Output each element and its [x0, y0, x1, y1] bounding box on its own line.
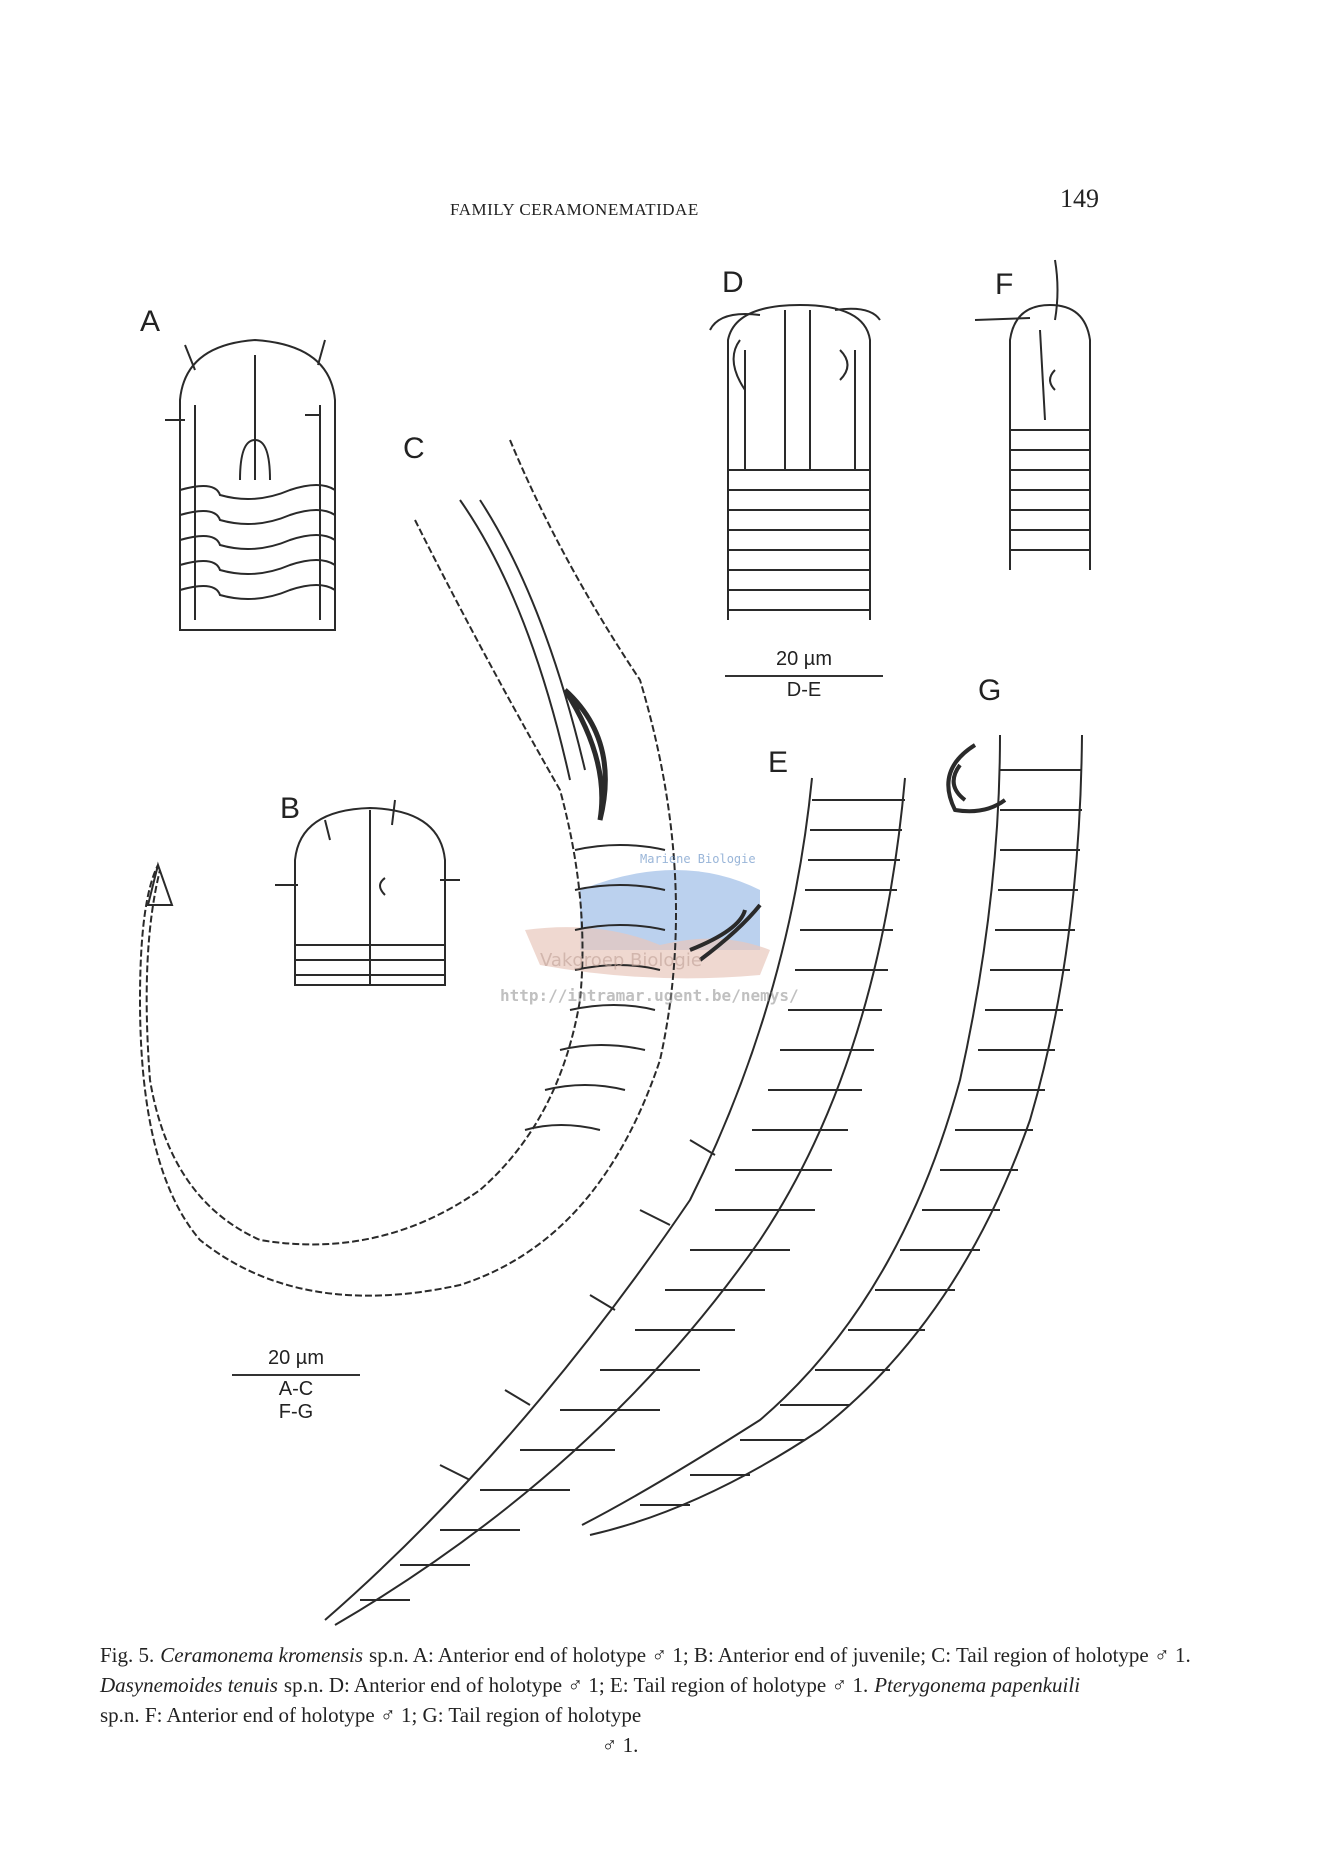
caption-text: sp.n. F: Anterior end of holotype ♂ 1; G… — [100, 1703, 642, 1727]
scale-bar-length: 20 µm — [776, 648, 832, 670]
watermark-url: http://intramar.ugent.be/nemys/ — [500, 986, 799, 1005]
running-head: FAMILY CERAMONEMATIDAE — [450, 200, 699, 219]
caption-last-line: ♂ 1. — [601, 1733, 639, 1757]
caption-species: Pterygonema papenkuili — [874, 1673, 1081, 1697]
watermark-group-text: Vakgroep Biologie — [540, 950, 702, 971]
caption-text: sp.n. A: Anterior end of holotype ♂ 1; B… — [369, 1643, 1191, 1667]
panel-label-d: D — [722, 266, 744, 299]
panel-b-drawing — [275, 799, 460, 986]
panel-label-a: A — [140, 305, 161, 338]
panel-d-drawing — [709, 303, 881, 620]
scale-bar-line — [232, 1374, 360, 1376]
scale-bar-a-c-f-g: 20 µm A-C F-G — [232, 1347, 360, 1424]
caption-fig-number: Fig. 5. — [100, 1643, 155, 1667]
panel-e-drawing — [324, 777, 906, 1626]
scale-bar-line — [725, 675, 883, 677]
figure-caption: Fig. 5.Ceramonema kromensis sp.n. A: Ant… — [100, 1640, 1290, 1760]
page-number: 149 — [1060, 184, 1099, 213]
panel-a-drawing — [165, 338, 336, 631]
caption-body: Fig. 5.Ceramonema kromensis sp.n. A: Ant… — [100, 1640, 1290, 1730]
panel-f-drawing — [974, 259, 1091, 570]
panel-g-drawing — [581, 734, 1083, 1536]
scale-bar-panels: F-G — [278, 1401, 314, 1423]
scale-bar-length: 20 µm — [268, 1347, 324, 1369]
caption-species: Ceramonema kromensis — [160, 1643, 364, 1667]
scale-bar-d-e: 20 µm D-E — [725, 648, 883, 702]
panel-c-drawing — [138, 439, 677, 1297]
scale-bar-panels: A-C — [278, 1378, 314, 1400]
scale-bar-panels: D-E — [786, 679, 822, 701]
panel-label-e: E — [768, 746, 789, 779]
panel-a-annules — [179, 484, 336, 600]
caption-text: sp.n. D: Anterior end of holotype ♂ 1; E… — [283, 1673, 869, 1697]
caption-species: Dasynemoides tenuis — [100, 1673, 278, 1697]
watermark-arc-text: Mariene Biologie — [640, 852, 756, 866]
panel-label-b: B — [280, 792, 301, 825]
panel-label-g: G — [978, 674, 1002, 707]
panel-label-f: F — [995, 268, 1014, 301]
panel-label-c: C — [403, 432, 425, 465]
